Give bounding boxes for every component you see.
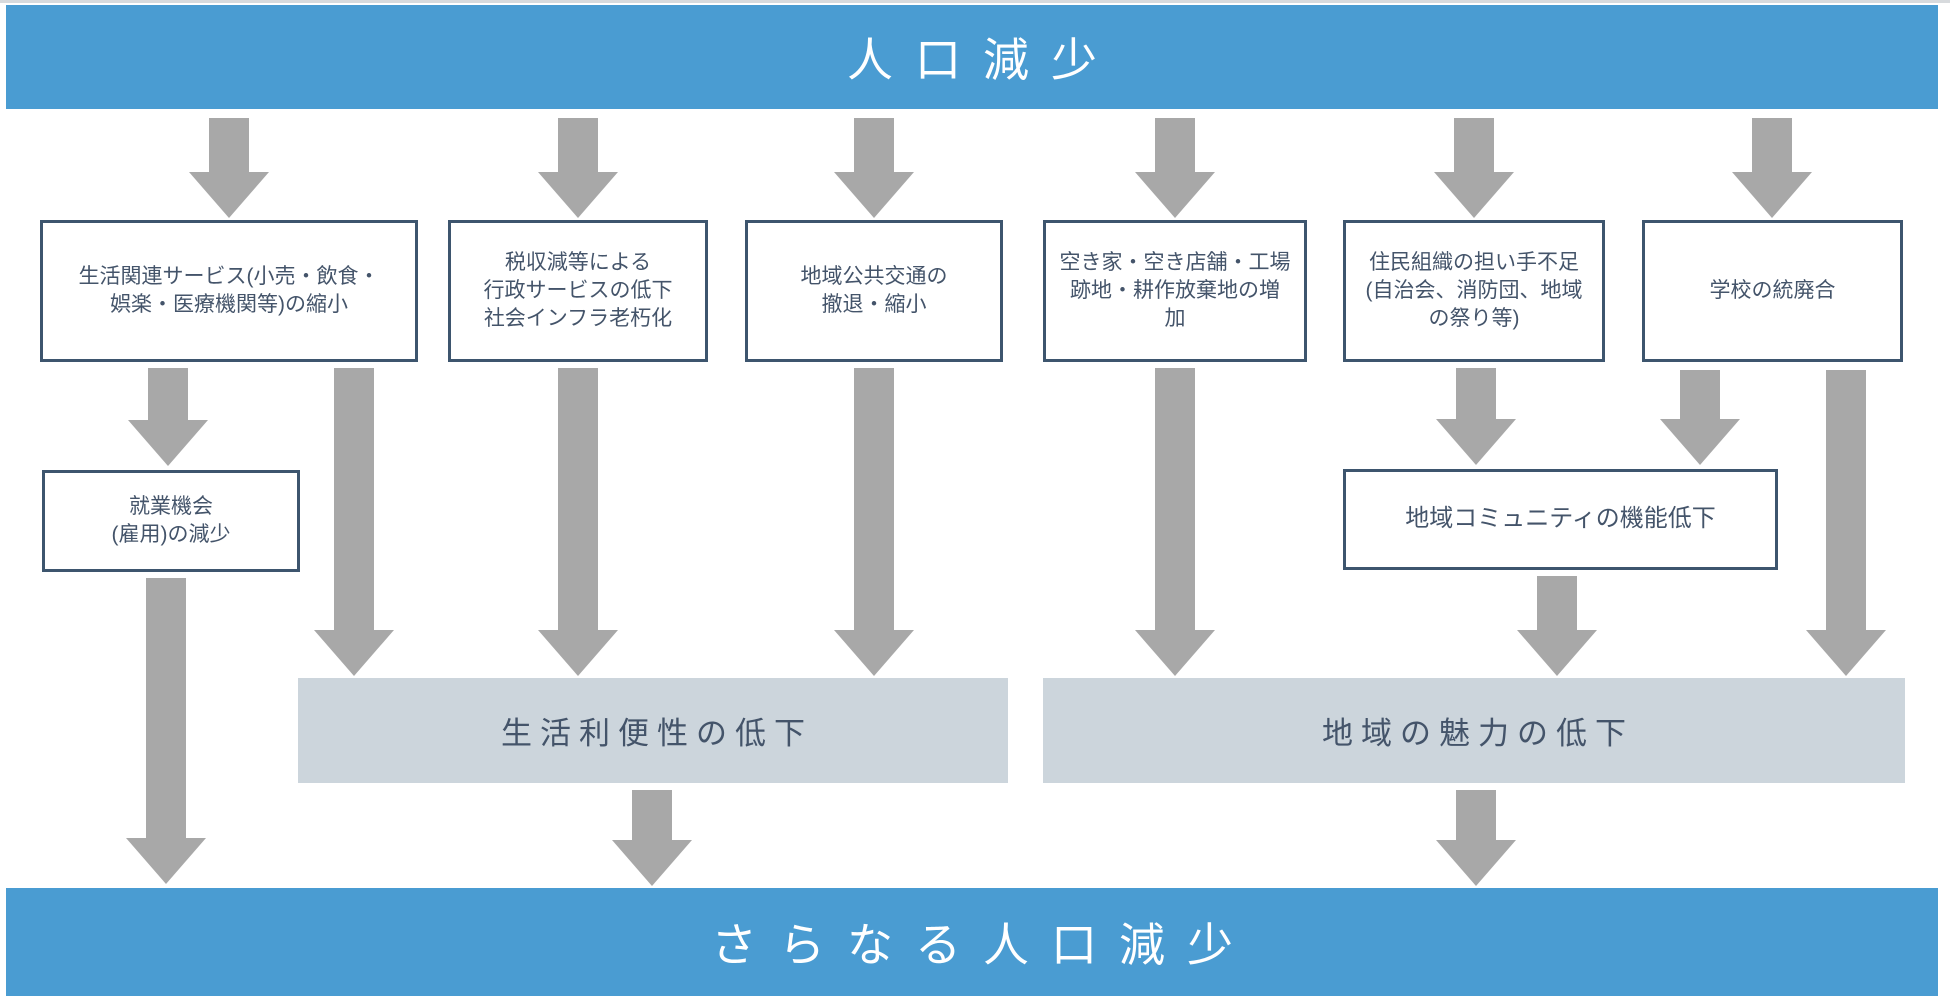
arrow-shaft	[209, 118, 249, 172]
arrow-convenience-to-further-decline	[612, 790, 692, 886]
arrow-population-to-transport	[834, 118, 914, 218]
bar-living-convenience-decline: 生活利便性の低下	[298, 678, 1008, 783]
arrow-shaft	[334, 368, 374, 630]
arrow-shaft	[1826, 370, 1866, 630]
arrow-services-to-employment	[128, 368, 208, 466]
arrow-shaft	[1537, 576, 1577, 630]
banner-further-population-decline-label: さらなる人口減少	[711, 919, 1255, 971]
box-public-transport-label: 地域公共交通の 撤退・縮小	[800, 264, 948, 316]
arrow-shaft	[148, 368, 188, 420]
arrow-shaft	[854, 368, 894, 630]
arrow-transport-to-convenience-bar	[834, 368, 914, 676]
box-tax-revenue: 税収減等による 行政サービスの低下 社会インフラ老朽化	[448, 220, 708, 362]
arrow-head	[538, 172, 618, 218]
box-community-function-decline-label: 地域コミュニティの機能低下	[1405, 505, 1716, 533]
arrow-head	[1436, 419, 1516, 465]
arrow-head	[314, 630, 394, 676]
box-tax-revenue-label: 税収減等による 行政サービスの低下 社会インフラ老朽化	[483, 250, 673, 331]
arrow-schools-to-community	[1660, 370, 1740, 465]
arrow-community-to-attractiveness-bar	[1517, 576, 1597, 676]
arrow-population-to-residents	[1434, 118, 1514, 218]
arrow-shaft	[1155, 368, 1195, 630]
arrow-head	[1434, 172, 1514, 218]
arrow-shaft	[146, 578, 186, 838]
bar-regional-attractiveness-decline: 地域の魅力の低下	[1043, 678, 1905, 783]
arrow-shaft	[1155, 118, 1195, 172]
box-employment-decline-label: 就業機会 (雇用)の減少	[111, 494, 231, 546]
box-resident-organizations: 住民組織の担い手不足 (自治会、消防団、地域 の祭り等)	[1343, 220, 1605, 362]
arrow-attractiveness-to-further-decline	[1436, 790, 1516, 886]
banner-further-population-decline: さらなる人口減少	[6, 888, 1938, 996]
arrow-head	[538, 630, 618, 676]
box-life-services-label: 生活関連サービス(小売・飲食・ 娯楽・医療機関等)の縮小	[78, 264, 380, 316]
arrow-shaft	[558, 118, 598, 172]
arrow-head	[128, 420, 208, 466]
arrow-head	[189, 172, 269, 218]
box-community-function-decline: 地域コミュニティの機能低下	[1343, 469, 1778, 570]
top-border-line	[0, 0, 1950, 3]
arrow-head	[612, 840, 692, 886]
box-school-consolidation: 学校の統廃合	[1642, 220, 1903, 362]
arrow-shaft	[1680, 370, 1720, 419]
arrow-tax-to-convenience-bar	[538, 368, 618, 676]
arrow-head	[126, 838, 206, 884]
arrow-shaft	[854, 118, 894, 172]
arrow-head	[834, 630, 914, 676]
banner-population-decline-label: 人口減少	[847, 34, 1119, 86]
arrow-shaft	[1454, 118, 1494, 172]
arrow-employment-to-further-decline	[126, 578, 206, 884]
arrow-population-to-schools	[1732, 118, 1812, 218]
box-resident-organizations-label: 住民組織の担い手不足 (自治会、消防団、地域 の祭り等)	[1365, 250, 1583, 331]
box-vacant-properties: 空き家・空き店舗・工場 跡地・耕作放棄地の増 加	[1043, 220, 1307, 362]
box-public-transport: 地域公共交通の 撤退・縮小	[745, 220, 1003, 362]
box-vacant-properties-label: 空き家・空き店舗・工場 跡地・耕作放棄地の増 加	[1059, 250, 1291, 331]
arrow-shaft	[1456, 368, 1496, 419]
arrow-head	[1436, 840, 1516, 886]
arrow-services-to-convenience-bar	[314, 368, 394, 676]
arrow-shaft	[558, 368, 598, 630]
arrow-residents-to-community	[1436, 368, 1516, 465]
arrow-schools-to-attractiveness-bar	[1806, 370, 1886, 676]
arrow-population-to-vacant	[1135, 118, 1215, 218]
arrow-shaft	[632, 790, 672, 840]
arrow-shaft	[1456, 790, 1496, 840]
arrow-head	[1660, 419, 1740, 465]
arrow-head	[1806, 630, 1886, 676]
banner-population-decline: 人口減少	[6, 5, 1938, 109]
arrow-head	[834, 172, 914, 218]
arrow-population-to-life-services	[189, 118, 269, 218]
box-employment-decline: 就業機会 (雇用)の減少	[42, 470, 300, 572]
bar-regional-attractiveness-decline-label: 地域の魅力の低下	[1322, 716, 1634, 751]
arrow-population-to-tax	[538, 118, 618, 218]
box-life-services: 生活関連サービス(小売・飲食・ 娯楽・医療機関等)の縮小	[40, 220, 418, 362]
arrow-head	[1732, 172, 1812, 218]
arrow-vacant-to-attractiveness-bar	[1135, 368, 1215, 676]
arrow-head	[1517, 630, 1597, 676]
arrow-shaft	[1752, 118, 1792, 172]
bar-living-convenience-decline-label: 生活利便性の低下	[501, 716, 813, 751]
arrow-head	[1135, 630, 1215, 676]
arrow-head	[1135, 172, 1215, 218]
box-school-consolidation-label: 学校の統廃合	[1709, 278, 1836, 302]
